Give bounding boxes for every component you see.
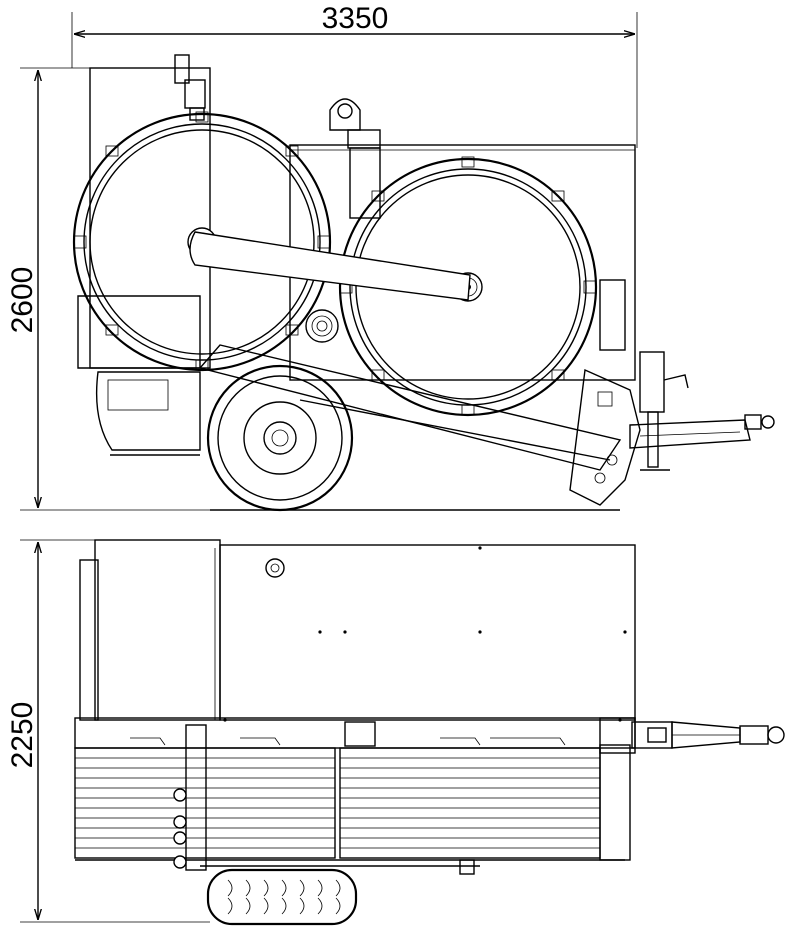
- side-engine-housing: [89, 67, 211, 369]
- dimension-height-label: 2600: [6, 267, 39, 334]
- fuel-cap: [265, 558, 285, 578]
- lifting-eye: [329, 98, 381, 219]
- dimension-length-label: 3350: [322, 2, 389, 35]
- front-bracket: [569, 368, 641, 506]
- drum-left: [74, 747, 336, 859]
- top-cover-left: [94, 539, 221, 721]
- road-wheel-top: [206, 868, 358, 926]
- engine-block: [77, 295, 201, 456]
- top-view: [74, 539, 785, 926]
- dimension-width-label: 2250: [6, 702, 39, 769]
- jack-stand: [639, 351, 689, 471]
- dimension-width: 2250: [6, 539, 210, 923]
- dimension-height: 2600: [6, 67, 230, 511]
- tow-hitch-top: [599, 717, 785, 754]
- top-cover-main: [219, 544, 636, 721]
- cover-bolts: [223, 546, 627, 722]
- drum-right: [339, 747, 601, 859]
- valve-assembly: [174, 54, 206, 121]
- wheel-link-arm: [189, 231, 471, 301]
- tow-hitch-side: [629, 414, 775, 449]
- clamp-latches: [130, 737, 566, 746]
- road-wheel-side: [206, 364, 354, 512]
- dimension-length: 3350: [71, 2, 638, 148]
- side-view: [72, 54, 775, 512]
- chassis-frame: [198, 344, 622, 471]
- center-pulley: [305, 309, 339, 343]
- side-pole: [173, 724, 207, 871]
